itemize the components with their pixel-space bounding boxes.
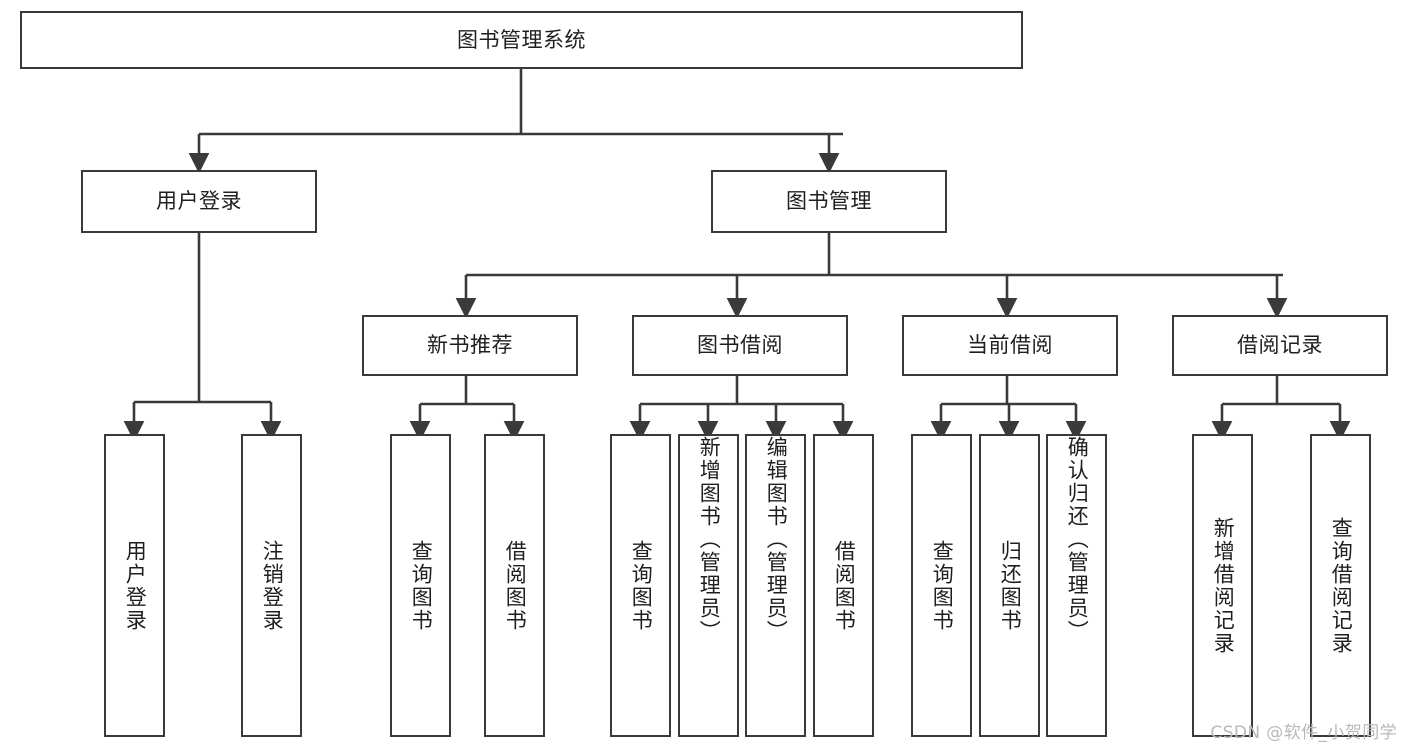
csdn-watermark: CSDN @软件_小贺同学 <box>1210 723 1397 743</box>
leaf-query-borrow-record-label: 查询借阅记录 <box>1329 516 1354 655</box>
node-user-login-label: 用户登录 <box>156 189 242 214</box>
leaf-query-book-new-label: 查询图书 <box>409 539 434 632</box>
leaf-borrow-book-new[interactable]: 借阅图书 <box>484 434 545 737</box>
node-current-borrow-label: 当前借阅 <box>967 333 1053 358</box>
leaf-add-borrow-record[interactable]: 新增借阅记录 <box>1192 434 1253 737</box>
leaf-return-book-label: 归还图书 <box>998 539 1023 632</box>
leaf-add-book-admin-label: 新增图书（管理员） <box>697 436 722 643</box>
leaf-return-book[interactable]: 归还图书 <box>979 434 1040 737</box>
leaf-borrow-book[interactable]: 借阅图书 <box>813 434 874 737</box>
leaf-logout[interactable]: 注销登录 <box>241 434 302 737</box>
leaf-borrow-book-new-label: 借阅图书 <box>503 539 528 632</box>
leaf-edit-book-admin-label: 编辑图书（管理员） <box>764 436 789 643</box>
leaf-query-borrow-record[interactable]: 查询借阅记录 <box>1310 434 1371 737</box>
leaf-add-borrow-record-label: 新增借阅记录 <box>1211 516 1236 655</box>
leaf-logout-label: 注销登录 <box>260 539 285 632</box>
leaf-edit-book-admin[interactable]: 编辑图书（管理员） <box>745 434 806 737</box>
leaf-query-book-current-label: 查询图书 <box>930 539 955 632</box>
leaf-query-book-new[interactable]: 查询图书 <box>390 434 451 737</box>
leaf-query-book-borrow-label: 查询图书 <box>629 539 654 632</box>
node-root-label: 图书管理系统 <box>457 27 586 52</box>
node-root[interactable]: 图书管理系统 <box>20 11 1023 69</box>
node-book-borrow-label: 图书借阅 <box>697 333 783 358</box>
node-current-borrow[interactable]: 当前借阅 <box>902 315 1118 376</box>
node-borrow-record[interactable]: 借阅记录 <box>1172 315 1388 376</box>
leaf-user-login[interactable]: 用户登录 <box>104 434 165 737</box>
leaf-query-book-current[interactable]: 查询图书 <box>911 434 972 737</box>
node-book-borrow[interactable]: 图书借阅 <box>632 315 848 376</box>
leaf-query-book-borrow[interactable]: 查询图书 <box>610 434 671 737</box>
leaf-confirm-return-admin[interactable]: 确认归还（管理员） <box>1046 434 1107 737</box>
node-new-book-recommend-label: 新书推荐 <box>427 333 513 358</box>
leaf-add-book-admin[interactable]: 新增图书（管理员） <box>678 434 739 737</box>
leaf-borrow-book-label: 借阅图书 <box>832 539 857 632</box>
node-user-login[interactable]: 用户登录 <box>81 170 317 233</box>
leaf-confirm-return-admin-label: 确认归还（管理员） <box>1065 436 1090 643</box>
leaf-user-login-label: 用户登录 <box>123 539 148 632</box>
node-new-book-recommend[interactable]: 新书推荐 <box>362 315 578 376</box>
node-book-management-label: 图书管理 <box>786 189 872 214</box>
node-book-management[interactable]: 图书管理 <box>711 170 947 233</box>
node-borrow-record-label: 借阅记录 <box>1237 333 1323 358</box>
